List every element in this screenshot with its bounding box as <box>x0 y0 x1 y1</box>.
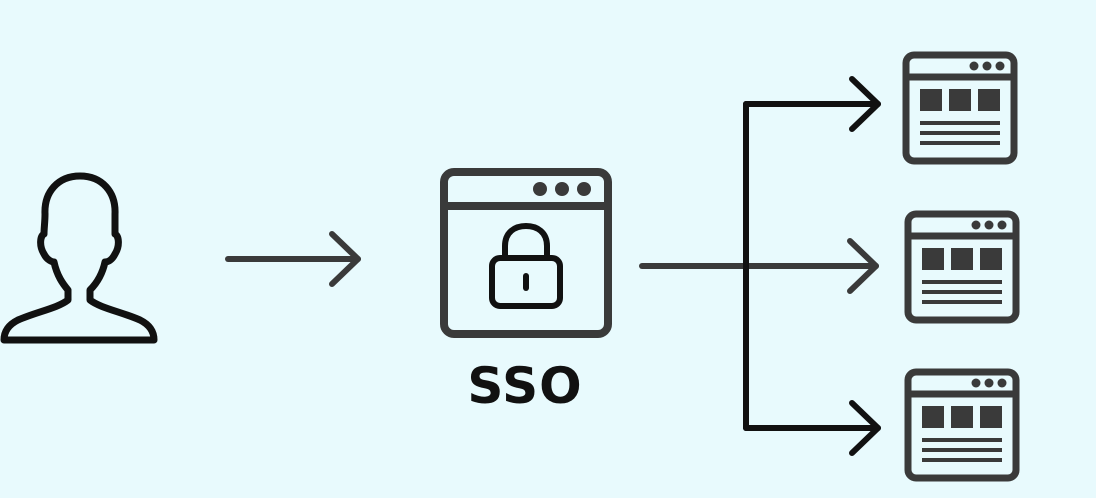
sso-label: SSO <box>467 357 583 415</box>
padlock-icon <box>489 223 563 309</box>
window-dot-icon <box>533 182 547 196</box>
app-window-icon <box>904 210 1020 324</box>
user-silhouette-icon <box>0 172 158 344</box>
window-dot-icon <box>555 182 569 196</box>
sso-browser-window-icon <box>440 168 612 338</box>
app-window-icon <box>904 368 1020 482</box>
window-dot-icon <box>577 182 591 196</box>
user-to-sso-arrow <box>225 231 361 287</box>
app-window-icon <box>902 51 1018 165</box>
sso-to-apps-connector <box>639 76 881 456</box>
